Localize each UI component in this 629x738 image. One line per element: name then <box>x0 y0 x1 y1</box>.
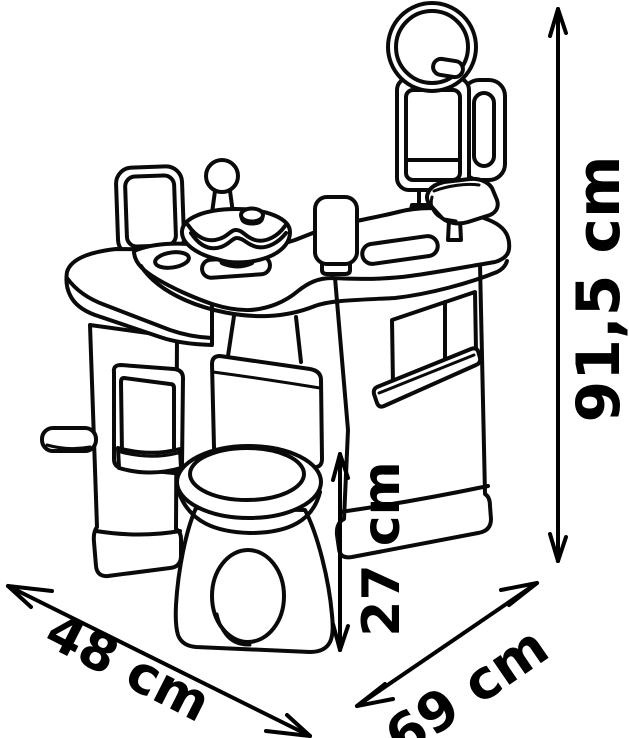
left-tower <box>40 323 185 579</box>
arrowhead-down-icon <box>548 532 568 563</box>
accessory-slot <box>360 234 440 266</box>
sink-side-knob <box>239 206 265 224</box>
towel-bar <box>40 426 98 453</box>
arrowhead-up-icon <box>548 7 568 38</box>
arrow-line <box>6 584 312 738</box>
seat-height-label: 27 cm <box>352 461 412 636</box>
arrowhead-sw-icon <box>355 682 395 708</box>
arrowhead-right-icon <box>264 713 312 738</box>
hair-dryer <box>425 176 500 242</box>
arrow-line <box>355 581 539 708</box>
arrowhead-up-icon <box>331 452 350 482</box>
bottle <box>313 195 359 276</box>
arrowhead-ne-icon <box>499 581 539 607</box>
dimension-seat-height: 27 cm <box>331 452 412 652</box>
arrowhead-left-icon <box>6 584 54 609</box>
soap-dish-recess <box>153 250 191 270</box>
sink <box>180 158 292 265</box>
toilet-opening <box>210 548 286 644</box>
slot-ledge <box>116 446 183 475</box>
arrowhead-down-icon <box>331 622 350 652</box>
counter-pedestal <box>226 314 303 364</box>
dimension-overall-height: 91,5 cm <box>548 7 629 563</box>
toilet <box>173 354 335 654</box>
faucet-knob <box>204 158 240 194</box>
overall-height-label: 91,5 cm <box>564 155 629 422</box>
